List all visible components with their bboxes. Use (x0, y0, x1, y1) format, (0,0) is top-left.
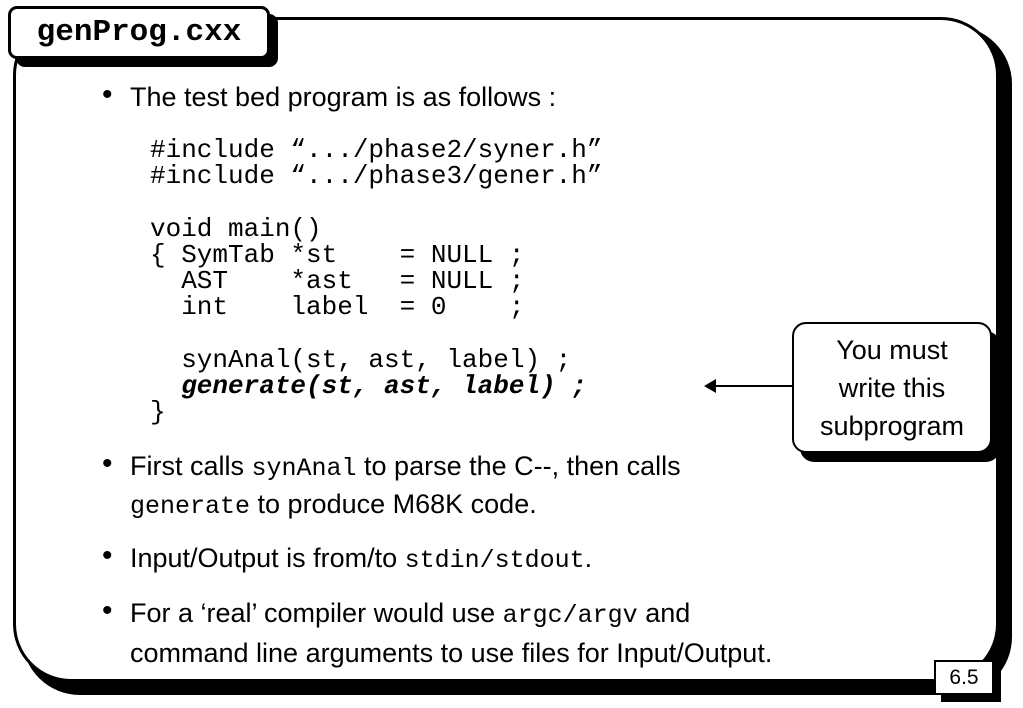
callout-line: You must (836, 334, 948, 365)
code-line: AST *ast = NULL ; (150, 266, 525, 296)
code-line: #include “.../phase3/gener.h” (150, 161, 603, 191)
bullet-2-part: to parse the C--, then calls (356, 451, 681, 481)
bullet-1-text: The test bed program is as follows : (130, 82, 557, 112)
bullet-2-text-cont: generate to produce M68K code. (130, 485, 537, 526)
callout-arrow-line (712, 385, 792, 387)
code-line: { SymTab *st = NULL ; (150, 240, 525, 270)
slide-title: genProg.cxx (8, 6, 270, 59)
bullet-4-part: For a ‘real’ compiler would use (130, 598, 503, 628)
bullet-4-text-cont: command line arguments to use files for … (130, 638, 773, 668)
code-line: void main() (150, 214, 322, 244)
code-line-highlighted: generate(st, ast, label) ; (150, 371, 587, 401)
bullet-2-part: to produce M68K code. (250, 489, 537, 519)
bullet-dot-icon: • (102, 78, 113, 111)
bullet-3-part: . (584, 543, 593, 573)
bullet-3-text: Input/Output is from/to stdin/stdout. (130, 539, 592, 580)
bullet-3-part: Input/Output is from/to (130, 543, 405, 573)
arrow-left-icon (704, 379, 716, 393)
bullet-dot-icon: • (102, 447, 113, 480)
bullet-2-code: generate (130, 492, 251, 521)
bullet-dot-icon: • (102, 594, 113, 627)
code-line: synAnal(st, ast, label) ; (150, 345, 572, 375)
bullet-4-part: and (637, 598, 691, 628)
page-number: 6.5 (934, 660, 994, 695)
callout-line: subprogram (819, 410, 965, 441)
callout-box: You must write this subprogram (792, 322, 992, 453)
bullet-dot-icon: • (102, 539, 113, 572)
code-line: } (150, 397, 166, 427)
bullet-3-code: stdin/stdout (404, 546, 585, 575)
callout-line: write this (838, 372, 946, 403)
bullet-4-text: For a ‘real’ compiler would use argc/arg… (130, 594, 690, 635)
bullet-2-text: First calls synAnal to parse the C--, th… (130, 447, 681, 488)
code-line: int label = 0 ; (150, 292, 525, 322)
code-line: #include “.../phase2/syner.h” (150, 135, 603, 165)
bullet-4-code: argc/argv (502, 601, 638, 630)
bullet-2-part: First calls (130, 451, 252, 481)
bullet-2-code: synAnal (251, 454, 357, 483)
